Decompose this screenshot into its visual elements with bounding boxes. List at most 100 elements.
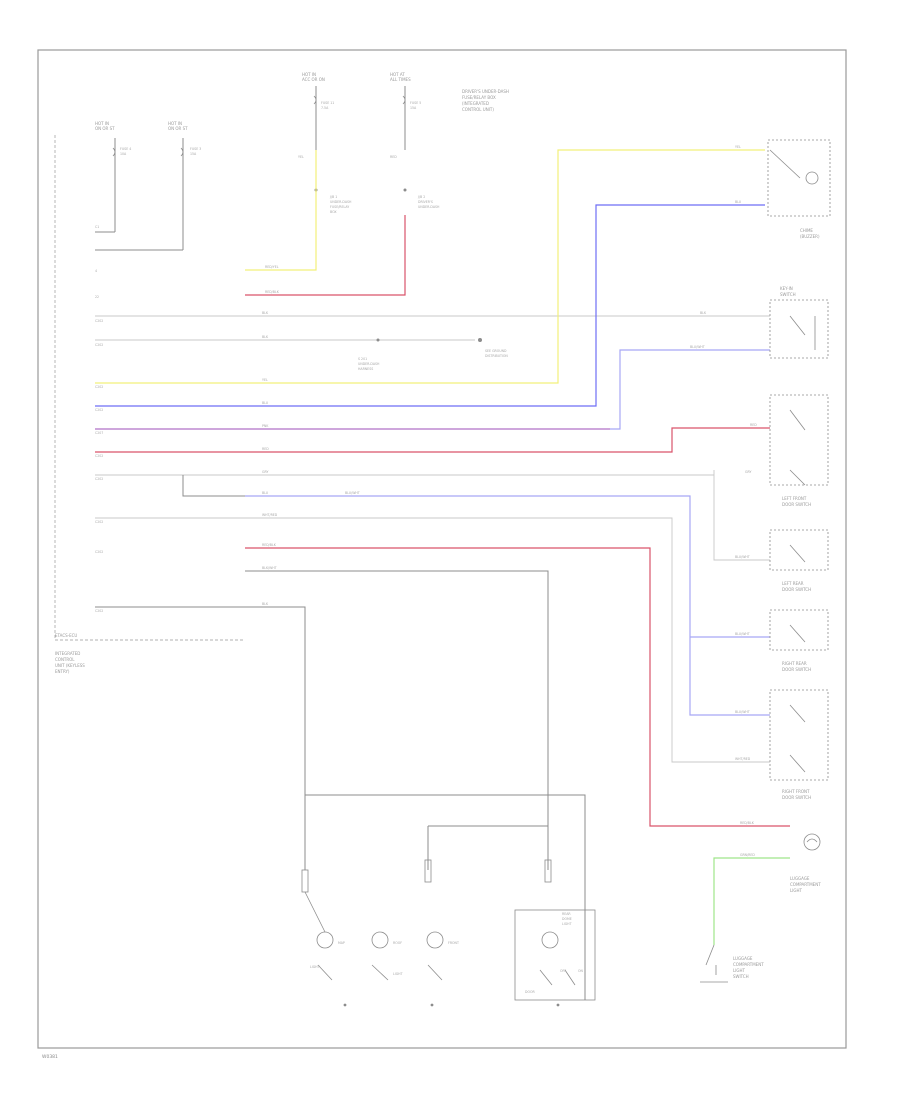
svg-text:HOT IN: HOT IN — [95, 121, 109, 126]
svg-text:ACC OR ON: ACC OR ON — [302, 77, 325, 82]
fuse-3: HOT IN ON OR ST FUSE 3 15A — [168, 121, 201, 250]
svg-text:HOT IN: HOT IN — [302, 72, 316, 77]
svg-text:C202: C202 — [95, 408, 103, 412]
svg-text:DOOR SWITCH: DOOR SWITCH — [782, 667, 811, 672]
svg-text:ENTRY): ENTRY) — [55, 669, 70, 674]
svg-text:22: 22 — [95, 295, 99, 299]
svg-text:BLU: BLU — [262, 491, 269, 495]
svg-text:UNIT (KEYLESS: UNIT (KEYLESS — [55, 663, 85, 668]
note-jb1: J/B 1 UNDER-DASH FUSE/RELAY BOX — [314, 188, 352, 214]
lamp-front: FRONT — [424, 859, 459, 1007]
svg-text:COMPARTMENT: COMPARTMENT — [790, 882, 821, 887]
svg-text:SWITCH: SWITCH — [780, 292, 796, 297]
svg-text:C202: C202 — [95, 550, 103, 554]
svg-text:GRN/RED: GRN/RED — [740, 853, 755, 857]
key-in-switch: KEY-IN SWITCH — [769, 286, 829, 359]
control-unit-outline — [54, 135, 245, 641]
svg-text:C202: C202 — [95, 477, 103, 481]
wire-red-luggage — [245, 547, 790, 827]
svg-text:ON: ON — [578, 969, 584, 973]
lamp-rear-dome: REAR DOME LIGHT DOOR OFF ON — [514, 859, 596, 1007]
svg-text:WHT/RED: WHT/RED — [735, 757, 751, 761]
left-front-door-switch: LEFT FRONT DOOR SWITCH — [769, 394, 829, 507]
svg-text:DRIVER'S: DRIVER'S — [418, 200, 433, 204]
svg-text:DOOR SWITCH: DOOR SWITCH — [782, 502, 811, 507]
svg-text:DOOR SWITCH: DOOR SWITCH — [782, 587, 811, 592]
svg-text:MAP: MAP — [338, 941, 345, 945]
svg-text:LIGHT: LIGHT — [790, 888, 803, 893]
svg-text:RIGHT REAR: RIGHT REAR — [782, 661, 807, 666]
svg-text:C202: C202 — [95, 319, 103, 323]
svg-text:COMPARTMENT: COMPARTMENT — [733, 962, 764, 967]
svg-text:BLU/WHT: BLU/WHT — [735, 555, 750, 559]
svg-text:BOX: BOX — [330, 210, 337, 214]
svg-text:WHT/RED: WHT/RED — [262, 513, 278, 517]
figure-reference: W0381 — [42, 1054, 58, 1060]
right-rear-door-switch: RIGHT REAR DOOR SWITCH — [769, 609, 829, 672]
svg-text:CHIME: CHIME — [800, 228, 813, 233]
wire-yellow-chime — [95, 149, 765, 384]
svg-text:RED: RED — [390, 155, 397, 159]
svg-text:4: 4 — [95, 269, 97, 273]
note-jb2: J/B 2 DRIVER'S UNDER-DASH — [403, 188, 440, 209]
wire-blue-keyin — [610, 349, 770, 430]
svg-text:SWITCH: SWITCH — [733, 974, 749, 979]
svg-text:YEL: YEL — [262, 378, 268, 382]
svg-text:ON OR ST: ON OR ST — [95, 126, 115, 131]
svg-text:BLU/WHT: BLU/WHT — [690, 345, 705, 349]
wire-red-fuse — [245, 215, 406, 296]
svg-text:BLK: BLK — [262, 311, 269, 315]
svg-text:HOT IN: HOT IN — [168, 121, 182, 126]
svg-text:UNDER-DASH: UNDER-DASH — [358, 362, 380, 366]
svg-text:YEL: YEL — [735, 145, 741, 149]
svg-text:C202: C202 — [95, 454, 103, 458]
svg-text:PNK: PNK — [262, 424, 269, 428]
svg-text:LEFT REAR: LEFT REAR — [782, 581, 804, 586]
svg-text:LEFT FRONT: LEFT FRONT — [782, 496, 807, 501]
unit-pin-labels: C1 4 22 C202 C202 C202 C202 C207 C202 C2… — [95, 225, 103, 613]
svg-text:(INTEGRATED: (INTEGRATED — [462, 101, 489, 106]
svg-text:LIGHT: LIGHT — [393, 972, 403, 976]
svg-text:LIGHT: LIGHT — [733, 968, 746, 973]
svg-text:BLU: BLU — [735, 200, 742, 204]
svg-text:RED: RED — [262, 447, 269, 451]
svg-text:ALL TIMES: ALL TIMES — [390, 77, 411, 82]
svg-text:J/B 2: J/B 2 — [417, 195, 425, 199]
svg-text:BLU/WHT: BLU/WHT — [735, 632, 750, 636]
svg-text:FRONT: FRONT — [448, 941, 459, 945]
svg-text:SEE GROUND: SEE GROUND — [485, 349, 507, 353]
svg-text:HOT AT: HOT AT — [390, 72, 405, 77]
svg-text:ETACS-ECU: ETACS-ECU — [55, 633, 77, 638]
svg-text:FUSE 11: FUSE 11 — [321, 101, 334, 105]
chime: CHIME (BUZZER) — [767, 139, 831, 239]
svg-text:REAR: REAR — [562, 912, 571, 916]
svg-text:RED/BLK: RED/BLK — [740, 821, 755, 825]
left-rear-door-switch: LEFT REAR DOOR SWITCH — [769, 529, 829, 592]
svg-text:C202: C202 — [95, 609, 103, 613]
svg-text:INTEGRATED: INTEGRATED — [55, 651, 80, 656]
luggage-compartment-switch: LUGGAGE COMPARTMENT LIGHT SWITCH — [700, 944, 764, 983]
svg-text:BLU: BLU — [262, 401, 269, 405]
svg-text:FUSE 3: FUSE 3 — [190, 147, 201, 151]
wire-yellow-fuse — [245, 150, 317, 271]
svg-text:C202: C202 — [95, 520, 103, 524]
svg-text:DRIVER'S UNDER-DASH: DRIVER'S UNDER-DASH — [462, 89, 509, 94]
svg-text:KEY-IN: KEY-IN — [780, 286, 793, 291]
svg-text:15A: 15A — [190, 152, 197, 156]
wire-blue-doors — [245, 495, 770, 716]
svg-text:YEL: YEL — [298, 155, 304, 159]
wire-blue-chime — [95, 204, 765, 407]
svg-text:FUSE 4: FUSE 4 — [120, 147, 131, 151]
svg-text:BLK: BLK — [700, 311, 707, 315]
svg-text:(BUZZER): (BUZZER) — [800, 234, 820, 239]
diagram-border — [37, 49, 847, 1049]
svg-text:ON OR ST: ON OR ST — [168, 126, 188, 131]
svg-text:S 201: S 201 — [358, 357, 367, 361]
svg-text:UNDER-DASH: UNDER-DASH — [330, 200, 352, 204]
wire-red-lfdoor — [95, 427, 770, 453]
svg-text:DISTRIBUTION: DISTRIBUTION — [485, 354, 508, 358]
svg-text:DOME: DOME — [562, 917, 572, 921]
note-splice: S 201 UNDER-DASH HARNESS — [358, 338, 380, 371]
svg-text:RED/BLK: RED/BLK — [265, 290, 280, 294]
svg-text:FUSE 5: FUSE 5 — [410, 101, 421, 105]
